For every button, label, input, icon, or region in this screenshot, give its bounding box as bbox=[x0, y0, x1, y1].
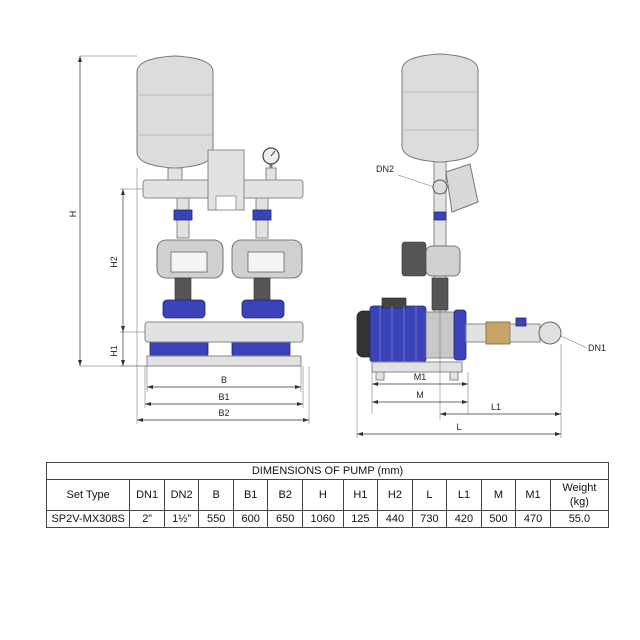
table-cell: SP2V-MX308S bbox=[45, 510, 131, 528]
label-B: B bbox=[221, 375, 227, 385]
label-M1: M1 bbox=[414, 372, 427, 382]
table-title: DIMENSIONS OF PUMP (mm) bbox=[46, 462, 609, 480]
header-cell: H2 bbox=[377, 479, 413, 511]
label-H2: H2 bbox=[109, 256, 119, 268]
side-controller bbox=[401, 241, 461, 277]
label-DN2: DN2 bbox=[376, 164, 394, 174]
table-cell: 55.0 bbox=[549, 510, 610, 528]
header-cell: DN1 bbox=[129, 479, 165, 511]
table-cell: 420 bbox=[446, 510, 482, 528]
header-cell: B2 bbox=[267, 479, 303, 511]
front-expansion-tank bbox=[136, 55, 214, 183]
table-cell: 440 bbox=[377, 510, 413, 528]
header-cell: L bbox=[411, 479, 448, 511]
side-base-feet bbox=[371, 361, 463, 373]
table-cell: 600 bbox=[232, 510, 269, 528]
table-cell: 470 bbox=[515, 510, 551, 528]
header-cell: H1 bbox=[342, 479, 379, 511]
header-cell-weight: Weight (kg) bbox=[549, 479, 610, 511]
table-cell: 125 bbox=[342, 510, 379, 528]
front-lower-manifold bbox=[144, 321, 304, 343]
side-expansion-tank bbox=[401, 53, 479, 163]
label-H1: H1 bbox=[109, 345, 119, 357]
label-M: M bbox=[416, 390, 424, 400]
table-cell: 650 bbox=[267, 510, 303, 528]
table-cell: 550 bbox=[198, 510, 234, 528]
side-motor bbox=[356, 297, 467, 363]
header-cell: DN2 bbox=[163, 479, 200, 511]
header-cell: H bbox=[301, 479, 344, 511]
header-cell: L1 bbox=[446, 479, 482, 511]
table-header-row: Set Type DN1 DN2 B B1 B2 H H1 H2 L L1 M … bbox=[45, 479, 610, 511]
header-cell: B bbox=[198, 479, 234, 511]
label-B2: B2 bbox=[218, 408, 229, 418]
table-cell: 1½” bbox=[163, 510, 200, 528]
table-row: SP2V-MX308S 2” 1½” 550 600 650 1060 125 … bbox=[45, 510, 610, 528]
front-pump-2 bbox=[231, 197, 303, 359]
side-view: DN2 DN1 M1 M L1 L bbox=[356, 53, 606, 438]
label-L: L bbox=[456, 422, 461, 432]
label-B1: B1 bbox=[218, 392, 229, 402]
front-view: H H2 H1 B B1 B2 bbox=[68, 55, 310, 424]
header-cell: M1 bbox=[515, 479, 551, 511]
label-H: H bbox=[68, 211, 78, 218]
table-cell: 1060 bbox=[301, 510, 344, 528]
header-cell: Set Type bbox=[45, 479, 131, 511]
pump-set-drawing: H H2 H1 B B1 B2 bbox=[68, 53, 606, 438]
front-pump-1 bbox=[149, 197, 224, 359]
table-cell: 500 bbox=[480, 510, 517, 528]
table-cell: 730 bbox=[411, 510, 448, 528]
header-cell: B1 bbox=[232, 479, 269, 511]
dimensions-table: DIMENSIONS OF PUMP (mm) Set Type DN1 DN2… bbox=[45, 462, 610, 528]
label-DN1: DN1 bbox=[588, 343, 606, 353]
header-cell: M bbox=[480, 479, 517, 511]
table-cell: 2” bbox=[129, 510, 165, 528]
front-base-frame bbox=[146, 355, 302, 367]
label-L1: L1 bbox=[491, 402, 501, 412]
